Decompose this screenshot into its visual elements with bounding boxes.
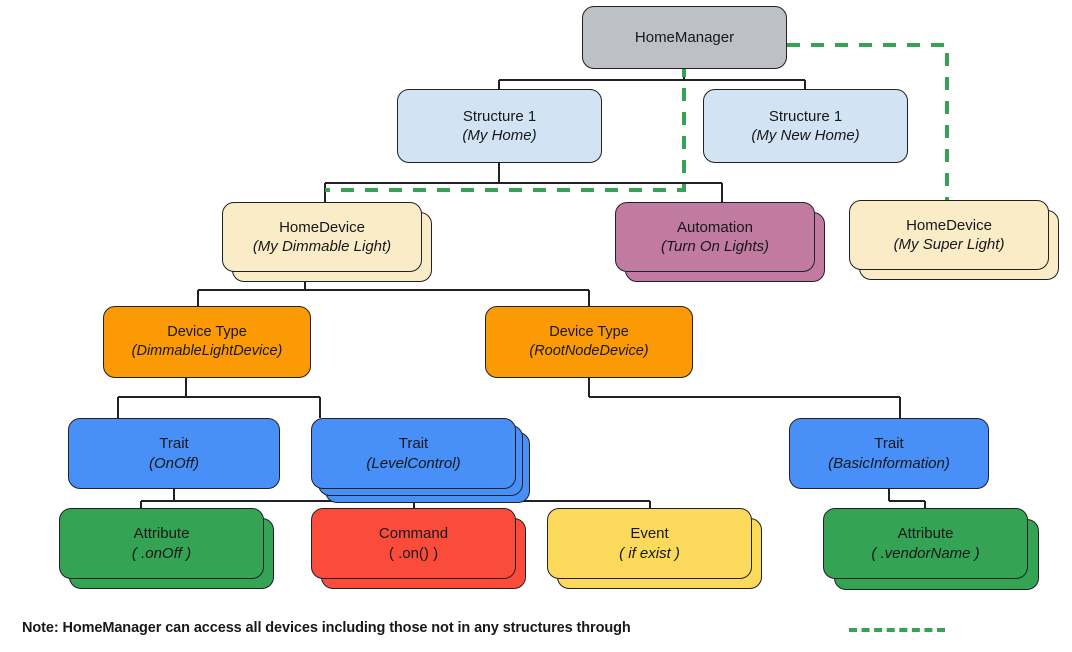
node-attribute-onoff[interactable]: Attribute ( .onOff ) [59,508,264,579]
node-device-type-1[interactable]: Device Type (DimmableLightDevice) [103,306,311,378]
node-home-device-2-name: (My Super Light) [893,236,1005,253]
node-home-device-1-type: HomeDevice [279,218,365,236]
node-trait-onoff[interactable]: Trait (OnOff) [68,418,280,489]
node-device-type-1-name: (DimmableLightDevice) [131,343,283,359]
node-structure-2-type: Structure 1 [768,107,843,125]
node-trait-level-name: (LevelControl) [366,454,461,472]
node-device-type-2-name: (RootNodeDevice) [529,343,649,359]
node-structure-1[interactable]: Structure 1 (My Home) [397,89,602,163]
node-trait-basic-name: (BasicInformation) [828,454,950,472]
node-attribute-onoff-name: ( .onOff ) [131,544,192,562]
node-attribute-vendor-name: ( .vendorName ) [871,544,980,562]
node-event-type: Event [630,525,669,543]
node-device-type-2[interactable]: Device Type (RootNodeDevice) [485,306,693,378]
node-trait-onoff-type: Trait [159,435,189,453]
node-home-manager-label: HomeManager [634,28,735,46]
node-event[interactable]: Event ( if exist ) [547,508,752,579]
node-home-device-1[interactable]: HomeDevice (My Dimmable Light) [222,202,422,272]
node-automation-name: (Turn On Lights) [660,238,770,255]
node-home-device-1-name: (My Dimmable Light) [252,238,392,255]
node-event-name: ( if exist ) [619,544,680,562]
node-home-device-2[interactable]: HomeDevice (My Super Light) [849,200,1049,270]
node-attribute-vendor-type: Attribute [897,525,954,543]
node-structure-2-name: (My New Home) [751,127,860,144]
node-automation[interactable]: Automation (Turn On Lights) [615,202,815,272]
node-automation-type: Automation [677,218,753,236]
node-attribute-onoff-type: Attribute [133,525,190,543]
node-structure-1-name: (My Home) [462,127,537,144]
node-command-on-type: Command [378,525,449,543]
node-device-type-1-type: Device Type [167,324,247,341]
node-home-manager[interactable]: HomeManager [582,6,787,69]
wire-dashed-to-super [787,43,949,200]
node-device-type-2-type: Device Type [549,324,629,341]
node-trait-onoff-name: (OnOff) [148,454,199,472]
footer-note-text: Note: HomeManager can access all devices… [22,620,631,636]
footer-note-dashed-legend-icon [849,628,945,632]
node-structure-2[interactable]: Structure 1 (My New Home) [703,89,908,163]
node-trait-basic-type: Trait [874,435,904,453]
wire-dashed-to-dimmable [325,40,686,192]
node-command-on-name: ( .on() ) [388,544,439,562]
node-home-device-2-type: HomeDevice [906,216,992,234]
node-trait-basic[interactable]: Trait (BasicInformation) [789,418,989,489]
node-structure-1-type: Structure 1 [462,107,537,125]
node-attribute-vendor[interactable]: Attribute ( .vendorName ) [823,508,1028,579]
node-command-on[interactable]: Command ( .on() ) [311,508,516,579]
node-trait-level-type: Trait [398,435,429,453]
node-trait-level[interactable]: Trait (LevelControl) [311,418,516,489]
